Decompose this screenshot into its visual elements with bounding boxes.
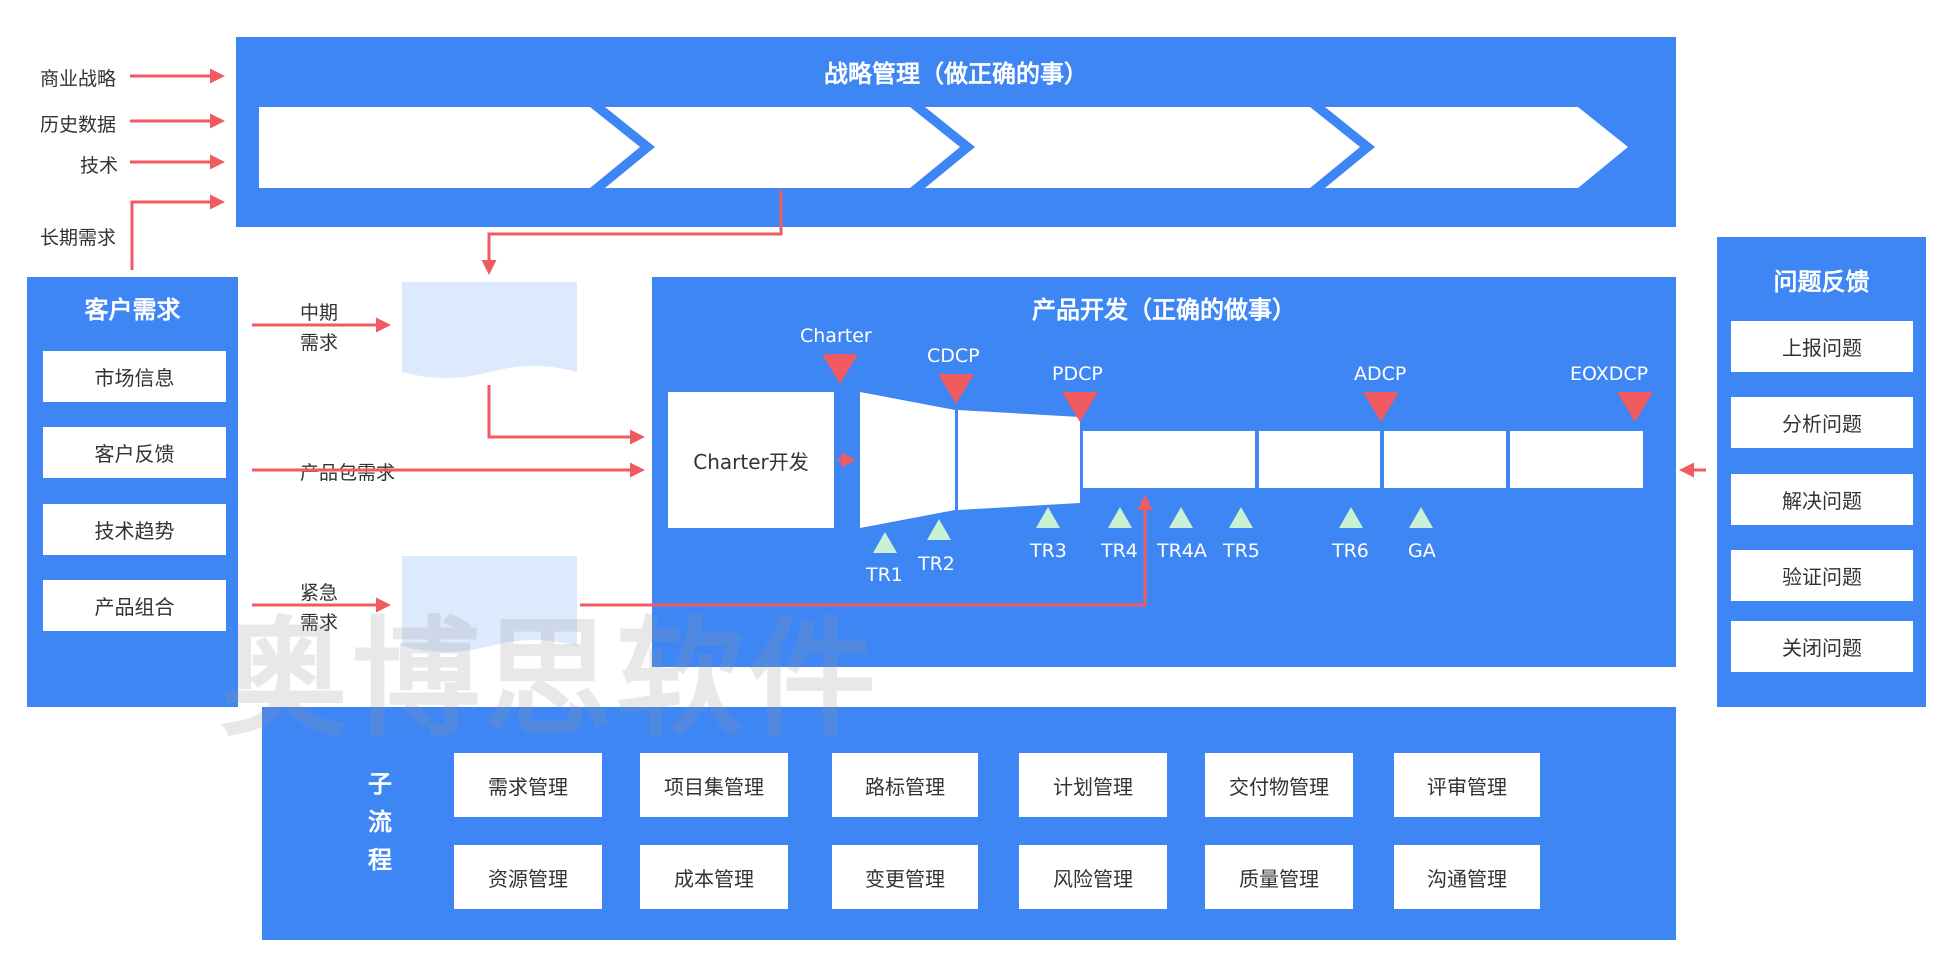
- ga-label: GA: [1408, 540, 1436, 562]
- feedback-solve: 解决问题: [1731, 474, 1913, 525]
- sub-demand-mgmt: 需求管理: [454, 753, 602, 817]
- step-sp: 战略规划(SP): [372, 138, 488, 161]
- phase-lifecycle: 生命周期: [1538, 452, 1615, 475]
- sub-plan-mgmt: 计划管理: [1019, 753, 1167, 817]
- charter-development-box: Charter开发: [668, 392, 834, 528]
- customer-title: 客户需求: [84, 296, 181, 324]
- dcp-eoxdcp-label: EOXDCP: [1570, 363, 1649, 385]
- input-long-term-demand: 长期需求: [40, 227, 117, 249]
- sub-quality-mgmt: 质量管理: [1205, 845, 1353, 909]
- tr6-label: TR6: [1332, 540, 1369, 562]
- arrow-long-term-demand: [130, 194, 225, 270]
- sub-roadmap-mgmt: 路标管理: [832, 753, 978, 817]
- input-business-strategy: 商业战略: [40, 68, 117, 90]
- phase-plan: 计划: [999, 452, 1038, 475]
- strategy-title: 战略管理（做正确的事）: [824, 60, 1088, 88]
- feedback-analyze: 分析问题: [1731, 397, 1913, 448]
- customer-item-tech-trend: 技术趋势: [43, 504, 226, 555]
- step-execution: 执行与监控: [1092, 138, 1188, 161]
- product-package-demand-label: 产品包需求: [300, 462, 396, 484]
- sub-deliverable-mgmt: 交付物管理: [1205, 753, 1353, 817]
- customer-item-portfolio: 产品组合: [43, 580, 226, 631]
- input-technology: 技术: [80, 155, 119, 177]
- dcp-adcp-label: ADCP: [1354, 363, 1407, 385]
- phase-concept: 概念: [888, 452, 927, 475]
- watermark-text: 奥博思软件: [220, 604, 881, 754]
- tr5-label: TR5: [1223, 540, 1260, 562]
- feedback-close: 关闭问题: [1731, 621, 1913, 672]
- input-history-data: 历史数据: [40, 114, 117, 136]
- sub-risk-mgmt: 风险管理: [1019, 845, 1167, 909]
- customer-item-market: 市场信息: [43, 351, 226, 402]
- step-bp: 年度商业计划(BP): [703, 138, 857, 161]
- phase-release: 发布: [1425, 452, 1464, 475]
- roadmap-line1: 产品路标: [451, 307, 528, 329]
- roadmap-line2: （Roadmap）: [425, 337, 554, 359]
- tr4-label: TR4: [1101, 540, 1138, 562]
- development-title: 产品开发（正确的做事）: [1032, 296, 1296, 324]
- customer-item-feedback: 客户反馈: [43, 427, 226, 478]
- sub-communication-mgmt: 沟通管理: [1394, 845, 1540, 909]
- sub-program-mgmt: 项目集管理: [640, 753, 788, 817]
- step-evaluation: 业绩评估: [1441, 138, 1518, 161]
- feedback-title: 问题反馈: [1773, 268, 1870, 296]
- dcp-cdcp-label: CDCP: [927, 345, 980, 367]
- dcp-charter-label: Charter: [800, 325, 872, 347]
- arrow-roadmap-to-dev: [487, 385, 645, 445]
- sub-review-mgmt: 评审管理: [1394, 753, 1540, 817]
- dcp-pdcp-label: PDCP: [1052, 363, 1103, 385]
- sub-resource-mgmt: 资源管理: [454, 845, 602, 909]
- mid-term-demand-label: 中期 需求: [300, 302, 339, 354]
- feedback-report: 上报问题: [1731, 321, 1913, 372]
- tr4a-label: TR4A: [1157, 540, 1207, 562]
- tr2-label: TR2: [918, 553, 955, 575]
- sub-cost-mgmt: 成本管理: [640, 845, 788, 909]
- roadmap-label: 产品路标 （Roadmap）: [402, 298, 577, 368]
- phase-develop: 开发: [1149, 452, 1188, 475]
- feedback-verify: 验证问题: [1731, 550, 1913, 601]
- phase-verify: 验证: [1300, 452, 1339, 475]
- urgent-demand-label: 紧急 需求: [300, 582, 339, 634]
- tr3-label: TR3: [1030, 540, 1067, 562]
- customer-panel: [27, 277, 238, 707]
- sub-change-mgmt: 变更管理: [832, 845, 978, 909]
- subprocess-title: 子 流 程: [368, 770, 392, 874]
